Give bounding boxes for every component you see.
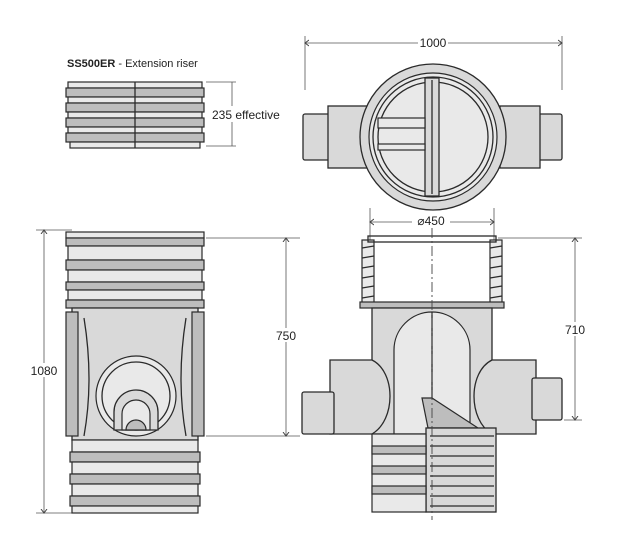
dim-width-top: 1000 [420,36,447,50]
section-view: ⌀450 710 [301,208,590,520]
dim-height-section: 710 [565,323,585,337]
extension-riser-drawing: SS500ER - Extension riser 235 effective [65,58,284,149]
dim-height-total: 1080 [31,364,58,378]
riser-code: SS500ER [67,58,115,70]
side-elevation: 1080 750 [28,230,304,513]
riser-separator: - [115,58,125,70]
riser-description: Extension riser [125,58,198,70]
dim-height-side: 750 [276,329,296,343]
riser-effective-label: 235 effective [212,108,280,122]
plan-view: 1000 [302,36,562,211]
svg-text:SS500ER - Extension riser: SS500ER - Extension riser [67,58,198,70]
dim-diameter: ⌀450 [417,214,445,228]
